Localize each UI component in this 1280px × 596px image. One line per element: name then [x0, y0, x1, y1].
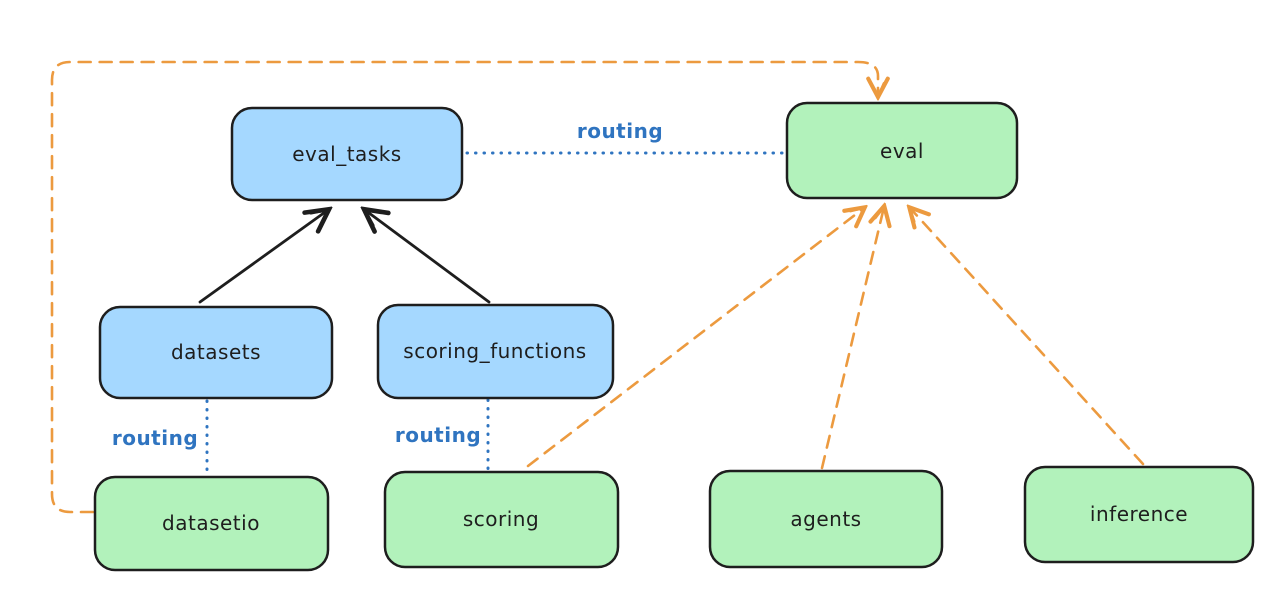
node-datasets-box — [98, 305, 334, 400]
edge-inference-to-eval — [910, 208, 1145, 466]
node-datasetio: datasetio — [93, 475, 330, 572]
node-agents-label: agents — [790, 507, 861, 531]
node-scoring: scoring — [383, 470, 620, 569]
node-eval-tasks: eval_tasks — [230, 106, 464, 202]
node-datasets: datasets — [98, 305, 334, 400]
edge-scoring-functions-to-eval-tasks — [365, 210, 491, 304]
node-layer: eval_tasks eval datasets scoring_functio… — [93, 101, 1255, 572]
node-agents: agents — [708, 469, 944, 569]
edge-label-routing-scoring: routing — [395, 423, 481, 447]
node-inference-label: inference — [1090, 502, 1188, 526]
node-eval: eval — [785, 101, 1019, 200]
node-eval-tasks-label: eval_tasks — [292, 142, 401, 166]
edge-label-routing-datasets: routing — [112, 426, 198, 450]
edge-agents-to-eval — [820, 207, 884, 470]
node-eval-tasks-box — [230, 106, 464, 202]
edge-label-routing-top: routing — [577, 119, 663, 143]
node-datasets-label: datasets — [171, 340, 261, 364]
node-eval-label: eval — [880, 139, 924, 163]
node-scoring-box — [383, 470, 620, 569]
node-agents-box — [708, 469, 944, 569]
node-scoring-label: scoring — [463, 507, 539, 531]
node-scoring-functions: scoring_functions — [376, 303, 615, 400]
node-datasetio-box — [93, 475, 330, 572]
node-scoring-functions-label: scoring_functions — [403, 339, 586, 363]
node-inference-box — [1023, 465, 1255, 564]
node-eval-box — [785, 101, 1019, 200]
node-inference: inference — [1023, 465, 1255, 564]
node-scoring-functions-box — [376, 303, 615, 400]
node-datasetio-label: datasetio — [162, 511, 260, 535]
edge-scoring-to-eval — [526, 208, 864, 468]
edge-layer: routing routing routing — [50, 60, 1145, 514]
edge-datasets-to-eval-tasks — [198, 210, 328, 304]
